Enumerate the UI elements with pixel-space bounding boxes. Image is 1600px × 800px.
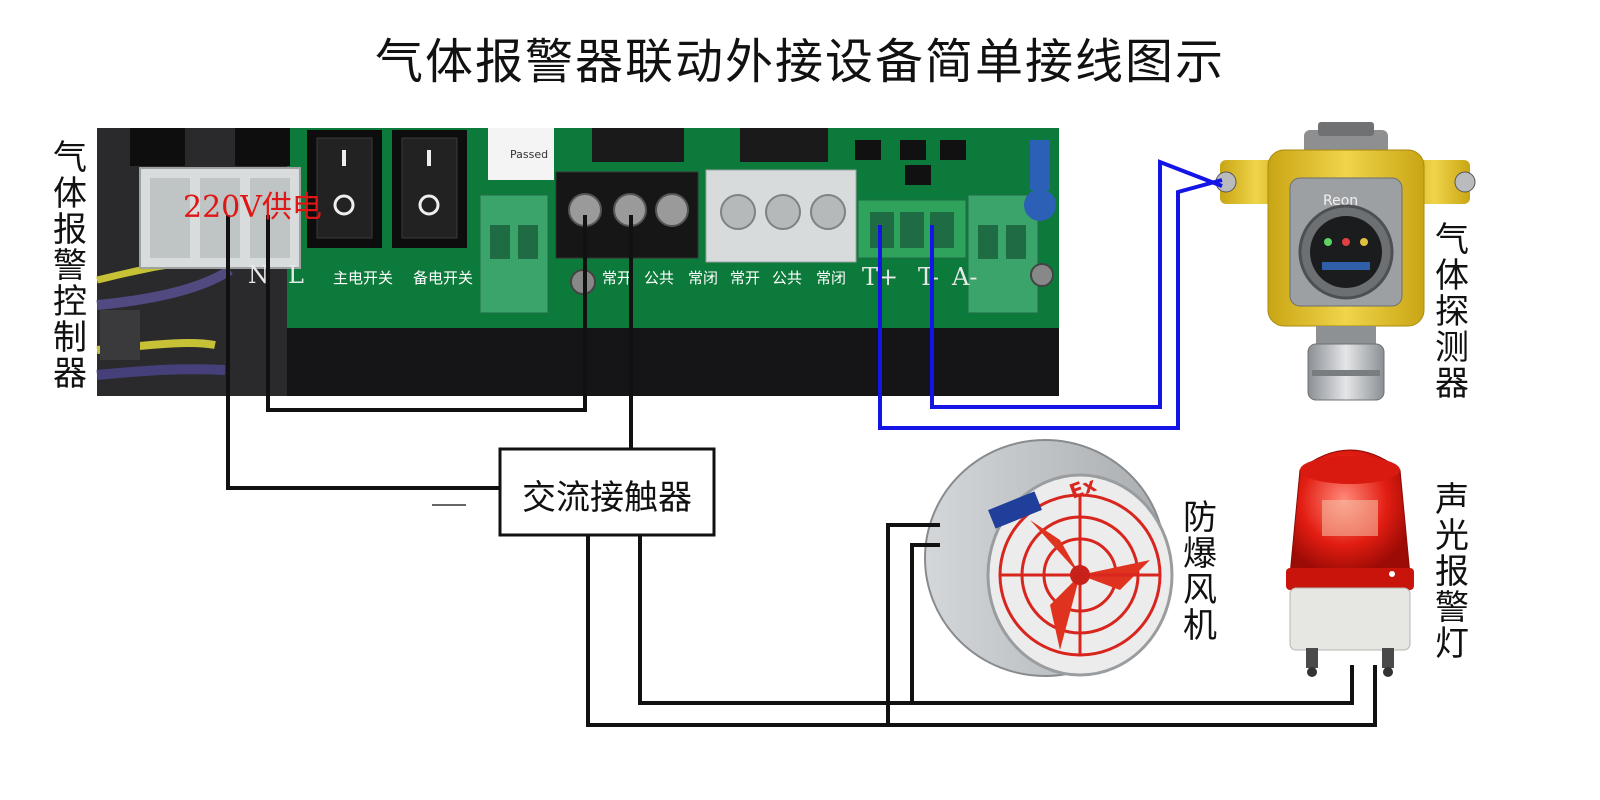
contactor-box xyxy=(498,447,716,537)
detector-label: 气体探测器 xyxy=(1435,220,1469,404)
signal-letter-aminus: A- xyxy=(951,263,977,291)
signal-letter-tminus: T- xyxy=(918,263,939,291)
controller-label: 气体报警控制器 xyxy=(53,138,87,394)
relay-label-3: 常闭 xyxy=(688,269,718,287)
wire-signal-2 xyxy=(930,159,1223,409)
black-wires xyxy=(226,215,1377,727)
relay-label-5: 公共 xyxy=(772,269,802,287)
main-switch-label: 主电开关 xyxy=(333,269,393,287)
controller-board: Passed xyxy=(96,128,1059,396)
passed-sticker xyxy=(488,128,554,180)
green-connector-left xyxy=(479,194,549,314)
main-power-switch xyxy=(307,130,382,248)
relay-1 xyxy=(592,128,684,162)
wire-fan-2 xyxy=(910,543,940,703)
sticker-text: Passed xyxy=(510,148,548,161)
wire-signal-1 xyxy=(878,178,1223,430)
wire-contactor-output-2 xyxy=(638,535,1354,705)
wire-l-to-relay xyxy=(266,215,587,412)
wire-contactor-output-1 xyxy=(586,535,1377,727)
capacitor xyxy=(1024,189,1056,221)
signal-terminal xyxy=(857,199,967,259)
backup-power-switch xyxy=(392,130,467,248)
terminal-letter-n: N xyxy=(248,261,269,289)
terminal-letter-l: L xyxy=(288,261,304,289)
plug-2 xyxy=(235,128,290,166)
relay-label-6: 常闭 xyxy=(816,269,846,287)
relay-label-2: 公共 xyxy=(644,269,674,287)
wire-fan-1 xyxy=(886,523,940,725)
gas-detector: Reon xyxy=(1215,122,1476,401)
fan-label: 防爆风机 xyxy=(1183,498,1217,646)
diagram-title: 气体报警器联动外接设备简单接线图示 xyxy=(374,34,1225,90)
alarm-light xyxy=(1286,449,1414,677)
clear-terminal-block xyxy=(705,169,857,263)
explosion-proof-fan: Ex xyxy=(924,439,1174,677)
relay-label-4: 常开 xyxy=(730,269,760,287)
green-connector-right xyxy=(967,194,1039,314)
backup-switch-label: 备电开关 xyxy=(413,269,473,287)
wire-n-to-contactor xyxy=(226,215,500,490)
relay-label-1: 常开 xyxy=(602,269,632,287)
contactor-label: 交流接触器 xyxy=(522,478,692,518)
blue-signal-wires xyxy=(878,159,1223,430)
alarm-light-label: 声光报警灯 xyxy=(1435,480,1469,664)
plug-1 xyxy=(130,128,185,166)
relay-terminal-block xyxy=(555,171,699,259)
power-supply-label: 220V供电 xyxy=(183,190,322,225)
relay-2 xyxy=(740,128,828,162)
